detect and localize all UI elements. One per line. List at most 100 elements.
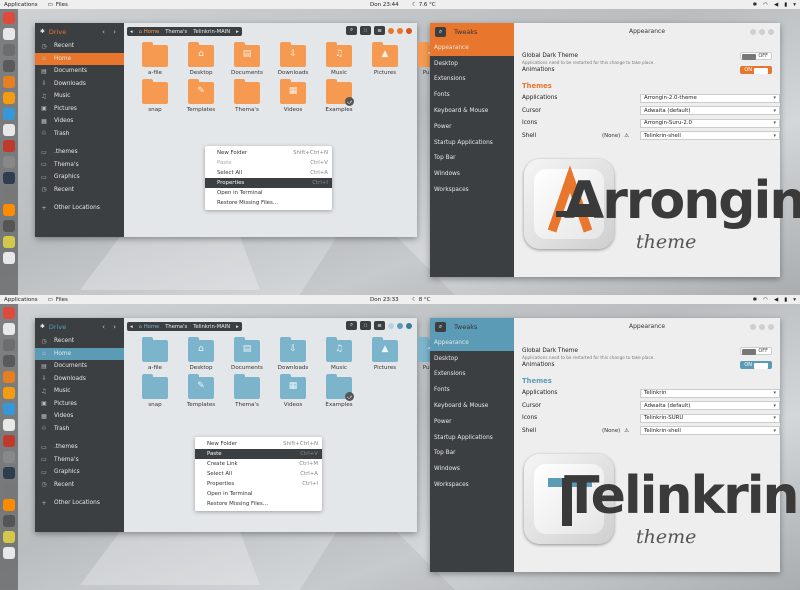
file-item[interactable]: ⤻ Examples (316, 79, 362, 113)
file-item[interactable]: ⇩ Downloads (270, 337, 316, 371)
nav-item[interactable]: Fonts (434, 387, 450, 394)
software-icon[interactable] (3, 124, 15, 136)
crumb[interactable]: Thema's (165, 323, 188, 330)
console-icon[interactable] (3, 515, 15, 527)
sidebar-item[interactable]: ▣Pictures (35, 398, 124, 411)
file-item[interactable]: ⇩ Downloads (270, 42, 316, 76)
notes-icon[interactable] (3, 531, 15, 543)
nav-item[interactable]: Appearance (430, 40, 514, 56)
sidebar-item[interactable]: ⌂Home (35, 52, 124, 65)
minimize-button[interactable] (750, 323, 756, 330)
clock[interactable]: Don 23:44 (370, 1, 399, 8)
other-locations[interactable]: +Other Locations (35, 202, 124, 215)
animations-switch[interactable]: ON (740, 66, 772, 74)
bookmark-item[interactable]: ▭.themes (35, 441, 124, 454)
maximize-button[interactable] (397, 322, 403, 329)
file-item[interactable]: ⌂ Desktop (178, 42, 224, 76)
accessibility-icon[interactable]: ✱ (752, 1, 758, 8)
nav-item[interactable]: Extensions (434, 371, 466, 378)
file-item[interactable]: ♫ Music (316, 42, 362, 76)
nav-item[interactable]: Workspaces (434, 187, 469, 194)
file-item[interactable]: Thema's (224, 374, 270, 408)
file-item[interactable]: ▲ Pictures (362, 337, 408, 371)
sidebar-item[interactable]: ◷Recent (35, 335, 124, 348)
accessibility-icon[interactable]: ✱ (752, 296, 758, 303)
weather-indicator[interactable]: ☾ 7.6 °C (412, 2, 436, 8)
files-app-menu[interactable]: ▭Files (48, 2, 68, 8)
sidebar-item[interactable]: ⇩Downloads (35, 373, 124, 386)
chrome-icon[interactable] (3, 12, 15, 24)
sidebar-item[interactable]: ♫Music (35, 385, 124, 398)
close-button[interactable] (768, 323, 774, 330)
crumb-home[interactable]: ⌂Home (138, 323, 160, 330)
bookmark-item[interactable]: ▭Thema's (35, 159, 124, 172)
vlc-icon[interactable] (3, 387, 15, 399)
bookmark-item[interactable]: ▭Thema's (35, 454, 124, 467)
search-icon[interactable]: ⌕ (435, 26, 446, 37)
nav-item[interactable]: Windows (434, 171, 460, 178)
path-forward-icon[interactable]: ▸ (236, 323, 239, 330)
sidebar-item[interactable]: ▦Videos (35, 410, 124, 423)
theme-dropdown[interactable]: Telinkrin-shell▾ (640, 426, 780, 436)
settings-icon[interactable] (3, 451, 15, 463)
nav-arrows[interactable]: ‹ › (102, 27, 119, 36)
close-button[interactable] (406, 322, 412, 329)
nav-item[interactable]: Extensions (434, 76, 466, 83)
close-button[interactable] (768, 28, 774, 35)
monitor-icon[interactable] (3, 467, 15, 479)
close-button[interactable] (406, 27, 412, 34)
store-icon[interactable] (3, 435, 15, 447)
applications-menu[interactable]: Applications (4, 296, 38, 303)
maximize-button[interactable] (397, 27, 403, 34)
system-icon[interactable] (3, 60, 15, 72)
crumb[interactable]: Telinkrin-MAIN (193, 28, 231, 35)
dark-theme-switch[interactable]: OFF (740, 347, 772, 355)
sidebar-item[interactable]: ♲Trash (35, 423, 124, 436)
sidebar-item[interactable]: ♫Music (35, 90, 124, 103)
network-icon[interactable]: ◠ (763, 1, 768, 8)
crumb-home[interactable]: ⌂Home (138, 28, 160, 35)
nav-item[interactable]: Startup Applications (434, 434, 493, 441)
menu-icon[interactable]: ≡ (374, 321, 385, 330)
theme-dropdown[interactable]: Arrongin-2.0-theme▾ (640, 93, 780, 103)
search-icon[interactable] (3, 252, 15, 264)
volume-icon[interactable]: ◀ (773, 1, 779, 8)
nav-item[interactable]: Fonts (434, 92, 450, 99)
chrome-icon[interactable] (3, 307, 15, 319)
file-item[interactable]: ✎ Templates (178, 79, 224, 113)
terminal-icon[interactable] (3, 44, 15, 56)
firefox-icon[interactable] (3, 371, 15, 383)
file-item[interactable]: Thema's (224, 79, 270, 113)
network-icon[interactable]: ◠ (763, 296, 768, 303)
crumb[interactable]: Thema's (165, 28, 188, 35)
file-item[interactable]: snap (132, 79, 178, 113)
bookmark-item[interactable]: ◷Recent (35, 184, 124, 197)
sidebar-item[interactable]: ▤Documents (35, 65, 124, 78)
context-menu-item[interactable]: Restore Missing Files... (195, 499, 322, 509)
theme-dropdown[interactable]: Adwaita (default)▾ (640, 401, 780, 411)
app-icon[interactable] (3, 204, 15, 216)
notes-icon[interactable] (3, 236, 15, 248)
context-menu-item[interactable]: Restore Missing Files... (205, 198, 332, 208)
theme-dropdown[interactable]: Adwaita (default)▾ (640, 106, 780, 116)
file-item[interactable]: ▤ Documents (224, 42, 270, 76)
file-item[interactable]: ✎ Templates (178, 374, 224, 408)
nav-item[interactable]: Power (434, 418, 452, 425)
file-item[interactable]: ▦ Videos (270, 79, 316, 113)
nav-item[interactable]: Startup Applications (434, 139, 493, 146)
calendar-icon[interactable] (3, 323, 15, 335)
nav-item[interactable]: Desktop (434, 355, 458, 362)
files-app-menu[interactable]: ▭Files (48, 297, 68, 303)
terminal-icon[interactable] (3, 339, 15, 351)
crumb[interactable]: Telinkrin-MAIN (193, 323, 231, 330)
files-icon[interactable] (3, 108, 15, 120)
theme-dropdown[interactable]: Telinkrin▾ (640, 388, 780, 398)
battery-icon[interactable]: ▮ (784, 1, 788, 8)
tweaks-icon[interactable] (3, 188, 15, 200)
